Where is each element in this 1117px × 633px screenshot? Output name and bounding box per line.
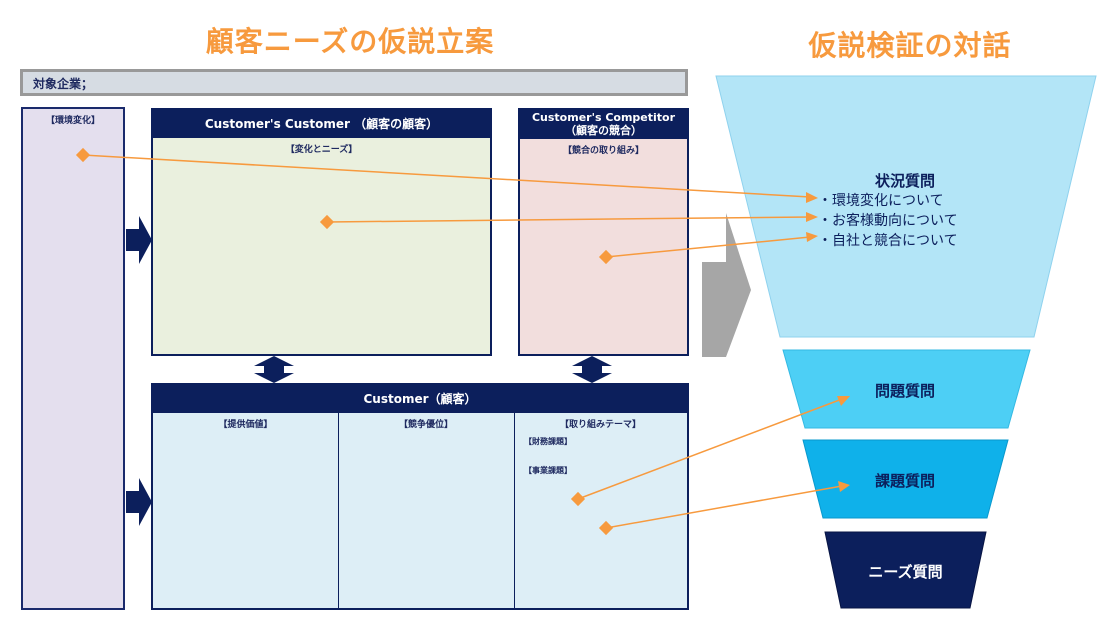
marker-customer-trend xyxy=(319,214,335,230)
double-arrow-right xyxy=(572,356,612,383)
funnel-needs-level xyxy=(824,531,987,609)
connector-issue-arrowhead xyxy=(838,481,850,492)
connector-customer-arrowhead xyxy=(806,212,818,222)
double-arrow-left xyxy=(254,356,294,383)
marker-problem xyxy=(570,491,586,507)
target-company-field: 対象企業； xyxy=(20,69,688,96)
verification-title: 仮説検証の対話 xyxy=(808,29,1012,62)
funnel-problem-level xyxy=(782,349,1031,429)
environment-change-column: 【環境変化】 xyxy=(21,107,125,610)
connector-competitor-arrowhead xyxy=(806,232,818,242)
connector-competitor xyxy=(605,236,811,258)
customers-customer-header: Customer's Customer （顧客の顧客） xyxy=(153,110,490,138)
situation-question-title: 状況質問 xyxy=(874,172,935,190)
connector-customer-trend xyxy=(326,216,811,223)
competitor-panel: Customer's Competitor （顧客の競合） 【競合の取り組み】 xyxy=(518,108,689,356)
competitive-advantage-label: 【競争優位】 xyxy=(398,420,453,430)
customer-header: Customer（顧客） xyxy=(153,385,687,413)
financial-issues-label: 【財務課題】 xyxy=(524,437,572,446)
funnel-issue-level xyxy=(802,439,1009,519)
connector-issue xyxy=(605,485,843,529)
competitive-advantage-column: 【競争優位】 xyxy=(338,413,515,608)
change-and-needs-label: 【変化とニーズ】 xyxy=(285,145,358,155)
situation-item-customer: ・お客様動向について xyxy=(818,213,958,229)
connector-environment-arrowhead xyxy=(806,192,818,203)
marker-environment xyxy=(75,147,91,163)
funnel-situation-level xyxy=(715,75,1097,338)
marker-issue xyxy=(598,520,614,536)
situation-item-environment: ・環境変化について xyxy=(818,193,944,209)
value-proposition-column: 【提供価値】 xyxy=(153,413,339,608)
customer-panel: Customer（顧客） 【提供価値】 【競争優位】 【取り組みテーマ】 【財務… xyxy=(151,383,689,610)
issue-question-title: 課題質問 xyxy=(874,472,935,490)
customers-customer-panel: Customer's Customer （顧客の顧客） 【変化とニーズ】 xyxy=(151,108,492,356)
initiative-theme-label: 【取り組みテーマ】 xyxy=(559,420,641,430)
situation-item-competitor: ・自社と競合について xyxy=(818,233,958,249)
hypothesis-title: 顧客ニーズの仮説立案 xyxy=(205,25,495,58)
large-gray-arrow xyxy=(702,213,751,357)
arrow-right-lower xyxy=(126,478,152,526)
arrow-right-upper xyxy=(126,216,152,264)
business-issues-label: 【事業課題】 xyxy=(524,466,572,475)
needs-question-title: ニーズ質問 xyxy=(868,563,943,581)
competitor-efforts-label: 【競合の取り組み】 xyxy=(562,146,644,156)
situation-question-list: ・環境変化について ・お客様動向について ・自社と競合について xyxy=(818,191,1018,251)
connector-environment xyxy=(82,154,811,198)
value-proposition-label: 【提供価値】 xyxy=(218,420,273,430)
connector-problem xyxy=(577,398,843,500)
problem-question-title: 問題質問 xyxy=(874,382,935,400)
environment-change-label: 【環境変化】 xyxy=(45,116,100,126)
connector-problem-arrowhead xyxy=(837,396,850,406)
initiative-theme-column: 【取り組みテーマ】 【財務課題】 【事業課題】 xyxy=(514,413,687,608)
competitor-header-en: Customer's Competitor xyxy=(531,111,676,124)
competitor-header: Customer's Competitor （顧客の競合） xyxy=(520,110,687,139)
marker-competitor xyxy=(598,249,614,265)
competitor-header-jp: （顧客の競合） xyxy=(565,124,642,137)
